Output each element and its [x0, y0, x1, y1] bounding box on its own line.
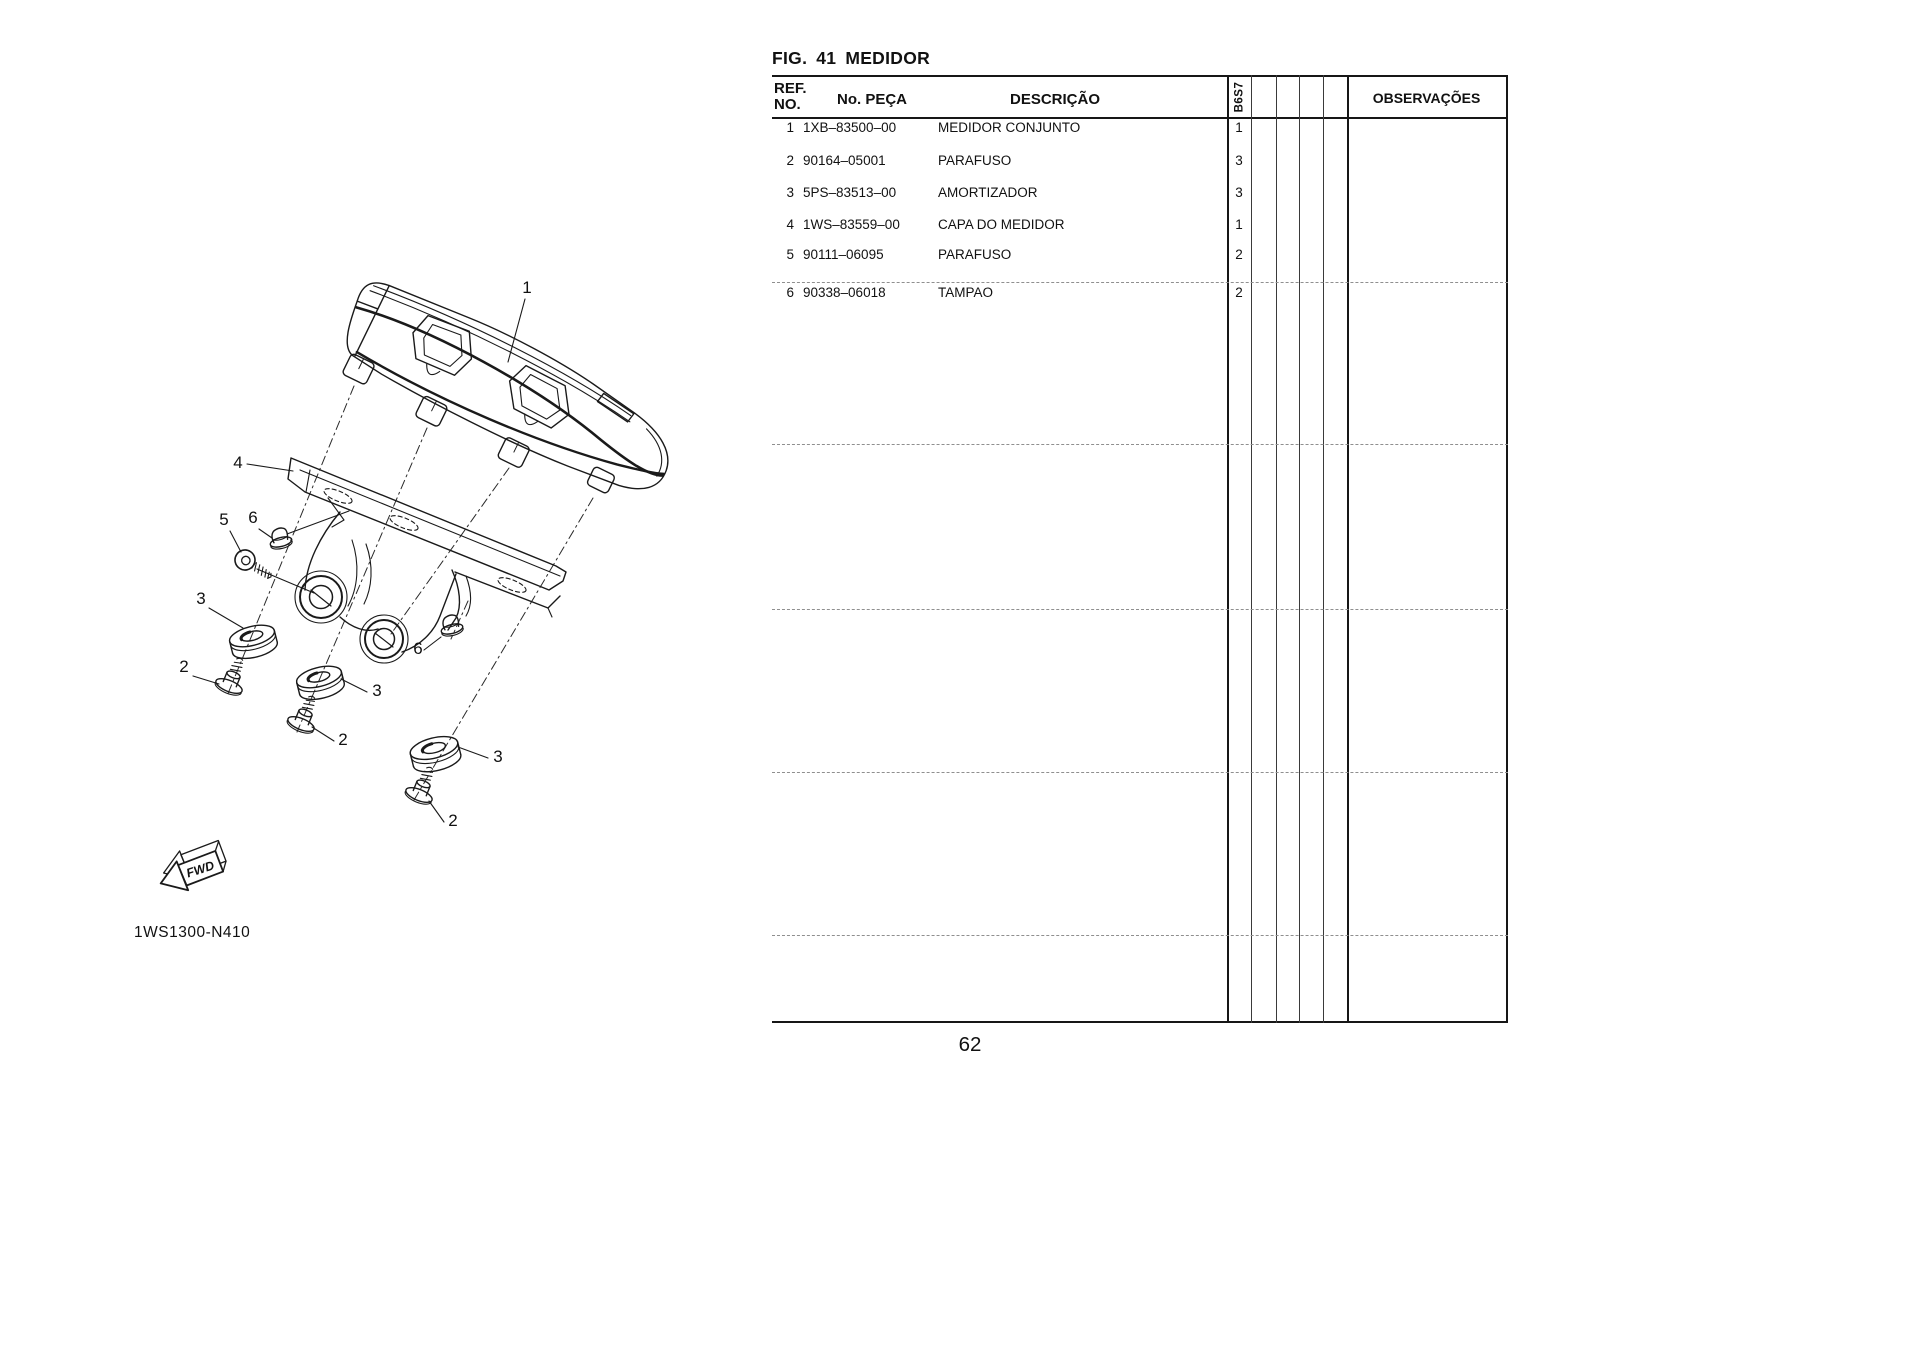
callout-label: 2: [179, 657, 188, 676]
callout-label: 3: [372, 681, 381, 700]
screw-to-hole-line: [257, 569, 314, 593]
table-vertical-rule: [1299, 75, 1300, 1023]
cell-qty: 1: [1235, 120, 1243, 135]
header-ref-no: REF. NO.: [774, 81, 807, 113]
table-vertical-rule: [1276, 75, 1277, 1023]
cell-qty: 2: [1235, 247, 1243, 262]
cell-description: PARAFUSO: [938, 247, 1012, 262]
table-row: 4 1WS–83559–00 CAPA DO MEDIDOR 1: [772, 217, 1508, 234]
dashed-separator: [772, 935, 1508, 936]
header-part-no: No. PEÇA: [836, 91, 907, 108]
screw-drawing: [231, 546, 276, 585]
cap-to-plate-line: [287, 511, 349, 534]
damper-drawing: [227, 621, 279, 662]
callout-label: 2: [448, 811, 457, 830]
table-top-border: [772, 75, 1508, 77]
fwd-arrow-icon: FWD: [153, 838, 231, 897]
figure-title-fig: FIG.: [772, 48, 808, 68]
callout-labels: 1 4 5 6 3 2 3 2 6 3 2: [179, 278, 531, 830]
table-vertical-rule: [1227, 75, 1229, 1023]
center-lines: [227, 386, 593, 800]
callout-label: 1: [522, 278, 531, 297]
figure-title-name: MEDIDOR: [845, 48, 931, 68]
callout-label: 6: [248, 508, 257, 527]
meter-assembly-drawing: [322, 269, 689, 526]
cell-ref: 1: [786, 120, 794, 135]
cell-description: AMORTIZADOR: [938, 185, 1038, 200]
dashed-separator: [772, 444, 1508, 445]
cell-ref: 4: [786, 217, 794, 232]
cell-part-no: 1XB–83500–00: [803, 120, 897, 135]
table-row: 5 90111–06095 PARAFUSO 2: [772, 247, 1508, 264]
callout-leader-lines: [193, 299, 525, 822]
header-model-code-text: B6S7: [1233, 81, 1245, 112]
cell-qty: 3: [1235, 153, 1243, 168]
callout-label: 6: [413, 639, 422, 658]
header-ref-line2: NO.: [774, 96, 801, 113]
bracket-drawing: [295, 512, 471, 663]
table-row: 1 1XB–83500–00 MEDIDOR CONJUNTO 1: [772, 120, 1508, 137]
cell-description: CAPA DO MEDIDOR: [938, 217, 1065, 232]
cell-ref: 2: [786, 153, 794, 168]
cell-description: MEDIDOR CONJUNTO: [938, 120, 1081, 135]
callout-label: 5: [219, 510, 228, 529]
bolt-drawing: [213, 653, 253, 698]
cell-part-no: 90338–06018: [803, 285, 886, 300]
parts-diagram: 1 4 5 6 3 2 3 2 6 3 2 FWD 1WS1300-N410: [134, 269, 760, 941]
cover-plate-drawing: [288, 458, 566, 617]
damper-drawing: [408, 732, 463, 776]
damper-drawing: [294, 662, 346, 703]
header-ref-line1: REF.: [774, 80, 807, 97]
cell-description: TAMPAO: [938, 285, 994, 300]
table-row: 2 90164–05001 PARAFUSO 3: [772, 153, 1508, 170]
cell-qty: 3: [1235, 185, 1243, 200]
figure-title: FIG. 41 MEDIDOR: [772, 48, 939, 69]
header-model-code: B6S7: [1226, 77, 1252, 116]
dashed-separator: [772, 282, 1508, 283]
callout-label: 3: [196, 589, 205, 608]
table-right-border: [1506, 75, 1508, 1023]
cell-qty: 2: [1235, 285, 1243, 300]
header-observations: OBSERVAÇÕES: [1372, 90, 1481, 106]
cell-qty: 1: [1235, 217, 1243, 232]
bolt-drawing: [285, 691, 325, 736]
cell-part-no: 90111–06095: [803, 247, 884, 262]
cell-ref: 3: [786, 185, 794, 200]
table-vertical-rule: [1347, 75, 1349, 1023]
table-bottom-border: [772, 1021, 1508, 1023]
cell-ref: 5: [786, 247, 794, 262]
cell-part-no: 90164–05001: [803, 153, 886, 168]
drawing-code: 1WS1300-N410: [134, 924, 250, 941]
callout-label: 3: [493, 747, 502, 766]
table-header-rule: [772, 117, 1508, 119]
dashed-separator: [772, 772, 1508, 773]
table-row: 3 5PS–83513–00 AMORTIZADOR 3: [772, 185, 1508, 202]
cap-drawing: [267, 526, 293, 551]
table-row: 6 90338–06018 TAMPAO 2: [772, 285, 1508, 302]
parts-table: REF. NO. No. PEÇA DESCRIÇÃO B6S7 OBSERVA…: [772, 75, 1508, 1023]
bolt-drawing: [403, 762, 443, 807]
dashed-separator: [772, 609, 1508, 610]
callout-label: 4: [233, 453, 242, 472]
header-description: DESCRIÇÃO: [1009, 91, 1100, 108]
cell-ref: 6: [786, 285, 794, 300]
callout-label: 2: [338, 730, 347, 749]
table-vertical-rule: [1323, 75, 1324, 1023]
cell-description: PARAFUSO: [938, 153, 1012, 168]
figure-title-number: 41: [816, 48, 837, 68]
cell-part-no: 1WS–83559–00: [803, 217, 900, 232]
cap-drawing: [438, 613, 464, 638]
page-number: 62: [958, 1033, 982, 1056]
table-vertical-rule: [1251, 75, 1252, 1023]
cell-part-no: 5PS–83513–00: [803, 185, 897, 200]
